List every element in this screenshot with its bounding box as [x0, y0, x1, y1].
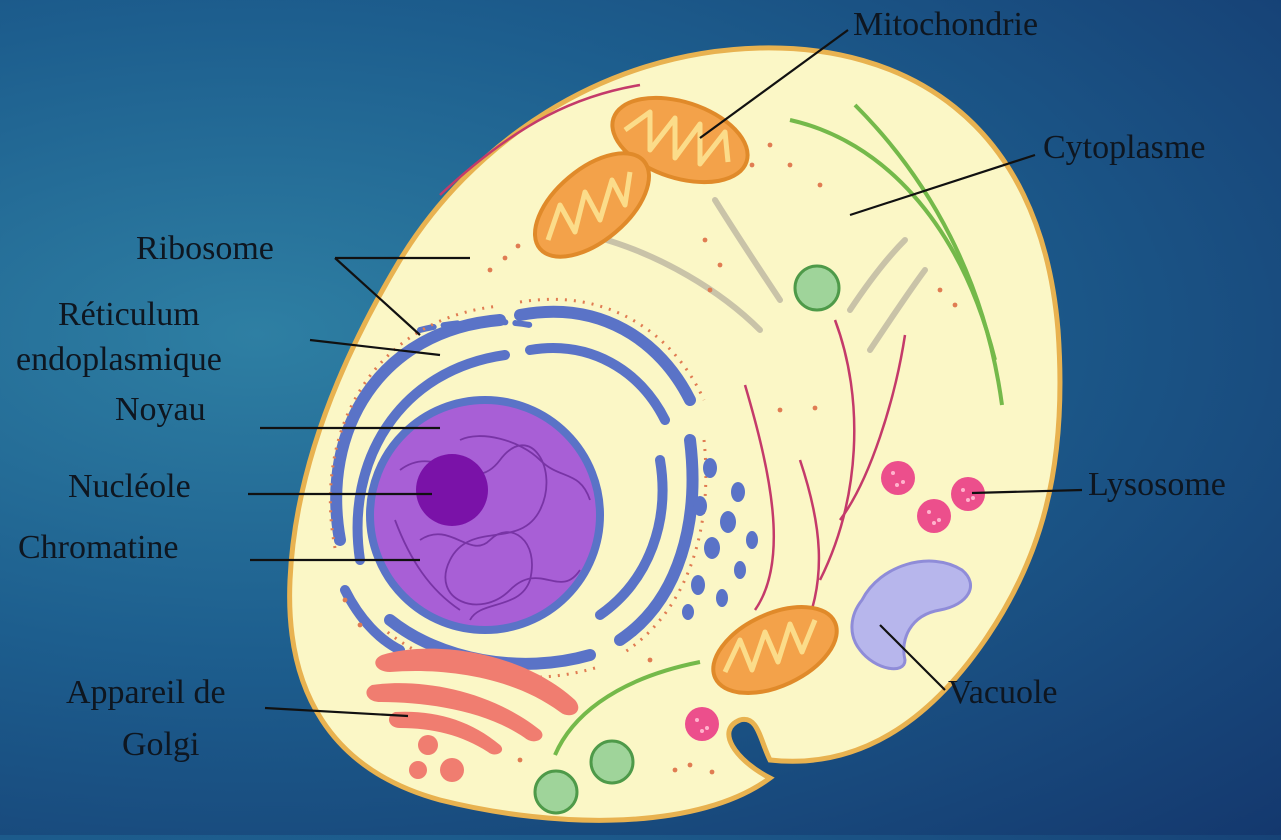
- label-cytoplasme: Cytoplasme: [1043, 129, 1205, 166]
- vesicle-1: [795, 266, 839, 310]
- label-vacuole: Vacuole: [948, 674, 1058, 711]
- label-appareil-line2: Golgi: [122, 726, 199, 763]
- label-chromatine: Chromatine: [18, 529, 179, 566]
- label-nucleole: Nucléole: [68, 468, 191, 505]
- vesicle-2: [591, 741, 633, 783]
- label-lysosome: Lysosome: [1088, 466, 1226, 503]
- label-appareil-line1: Appareil de: [66, 674, 226, 711]
- label-noyau: Noyau: [115, 391, 206, 428]
- label-ribosome: Ribosome: [136, 230, 274, 267]
- label-mitochondrie: Mitochondrie: [853, 6, 1038, 43]
- nucleus: [370, 400, 600, 630]
- nucleolus: [416, 454, 488, 526]
- vesicle-3: [535, 771, 577, 813]
- label-reticulum-line1: Réticulum: [58, 296, 200, 333]
- label-reticulum-line2: endoplasmique: [16, 341, 222, 378]
